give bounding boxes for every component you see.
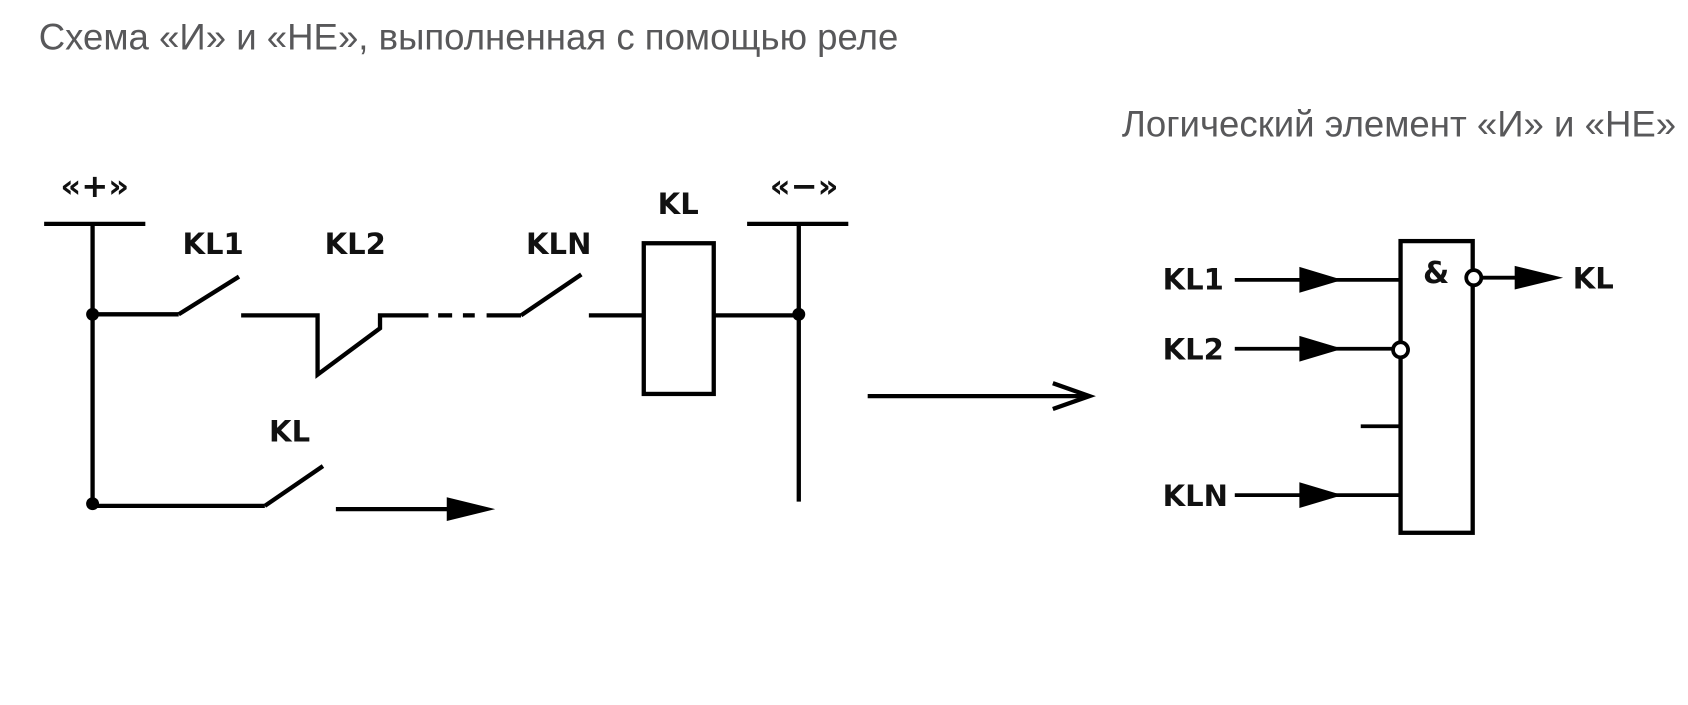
plus-bus-label: «+» bbox=[60, 167, 129, 205]
contact-kl-self-hold-label: KL bbox=[269, 414, 310, 448]
inversion-circle-icon bbox=[1464, 268, 1484, 288]
plus-bus: «+» bbox=[44, 167, 146, 511]
gate-output-kl: KL bbox=[1464, 261, 1614, 295]
contact-kl2: KL2 bbox=[241, 227, 429, 379]
gate-input-kl2-label: KL2 bbox=[1163, 332, 1224, 366]
gate-body bbox=[1398, 238, 1475, 535]
logic-element-title: Логический элемент «И» и «НЕ» bbox=[1122, 104, 1676, 145]
contact-kln-label: KLN bbox=[526, 227, 591, 261]
arrow-head-icon bbox=[446, 497, 496, 521]
open-arrow-head-icon bbox=[1052, 381, 1096, 412]
minus-bus: «−» bbox=[747, 167, 849, 502]
gate-output-kl-label: KL bbox=[1573, 261, 1614, 295]
gate-input-kl1: KL1 bbox=[1163, 263, 1401, 297]
arrow-head-icon bbox=[1299, 335, 1343, 362]
arrow-head-icon bbox=[1514, 265, 1564, 290]
junction-dot bbox=[792, 307, 806, 321]
contact-kl1-label: KL1 bbox=[183, 227, 244, 261]
signal-arrow bbox=[335, 497, 496, 521]
and-not-gate: & KL1 KL2 KLN KL bbox=[1163, 238, 1614, 535]
inversion-circle-icon bbox=[1391, 340, 1410, 360]
contact-kl1: KL1 bbox=[92, 227, 244, 317]
gate-input-kl2: KL2 bbox=[1163, 332, 1410, 366]
equivalence-arrow bbox=[867, 381, 1096, 412]
arrow-head-icon bbox=[1299, 482, 1343, 509]
relay-circuit: «+» KL1 KL2 KLN KL bbox=[44, 167, 849, 521]
relay-scheme-title: Схема «И» и «НЕ», выполненная с помощью … bbox=[39, 17, 899, 58]
gate-input-kln-label: KLN bbox=[1163, 479, 1228, 513]
contact-kl-self-hold: KL bbox=[92, 414, 325, 509]
arrow-head-icon bbox=[1299, 266, 1343, 293]
relay-coil: KL bbox=[588, 187, 799, 397]
gate-symbol: & bbox=[1423, 256, 1449, 291]
contact-kl2-label: KL2 bbox=[325, 227, 386, 261]
contact-kln: KLN bbox=[519, 227, 591, 318]
minus-bus-label: «−» bbox=[770, 167, 839, 205]
gate-input-kl1-label: KL1 bbox=[1163, 263, 1224, 297]
relay-coil-label: KL bbox=[658, 187, 699, 221]
gate-input-kln: KLN bbox=[1163, 479, 1401, 513]
